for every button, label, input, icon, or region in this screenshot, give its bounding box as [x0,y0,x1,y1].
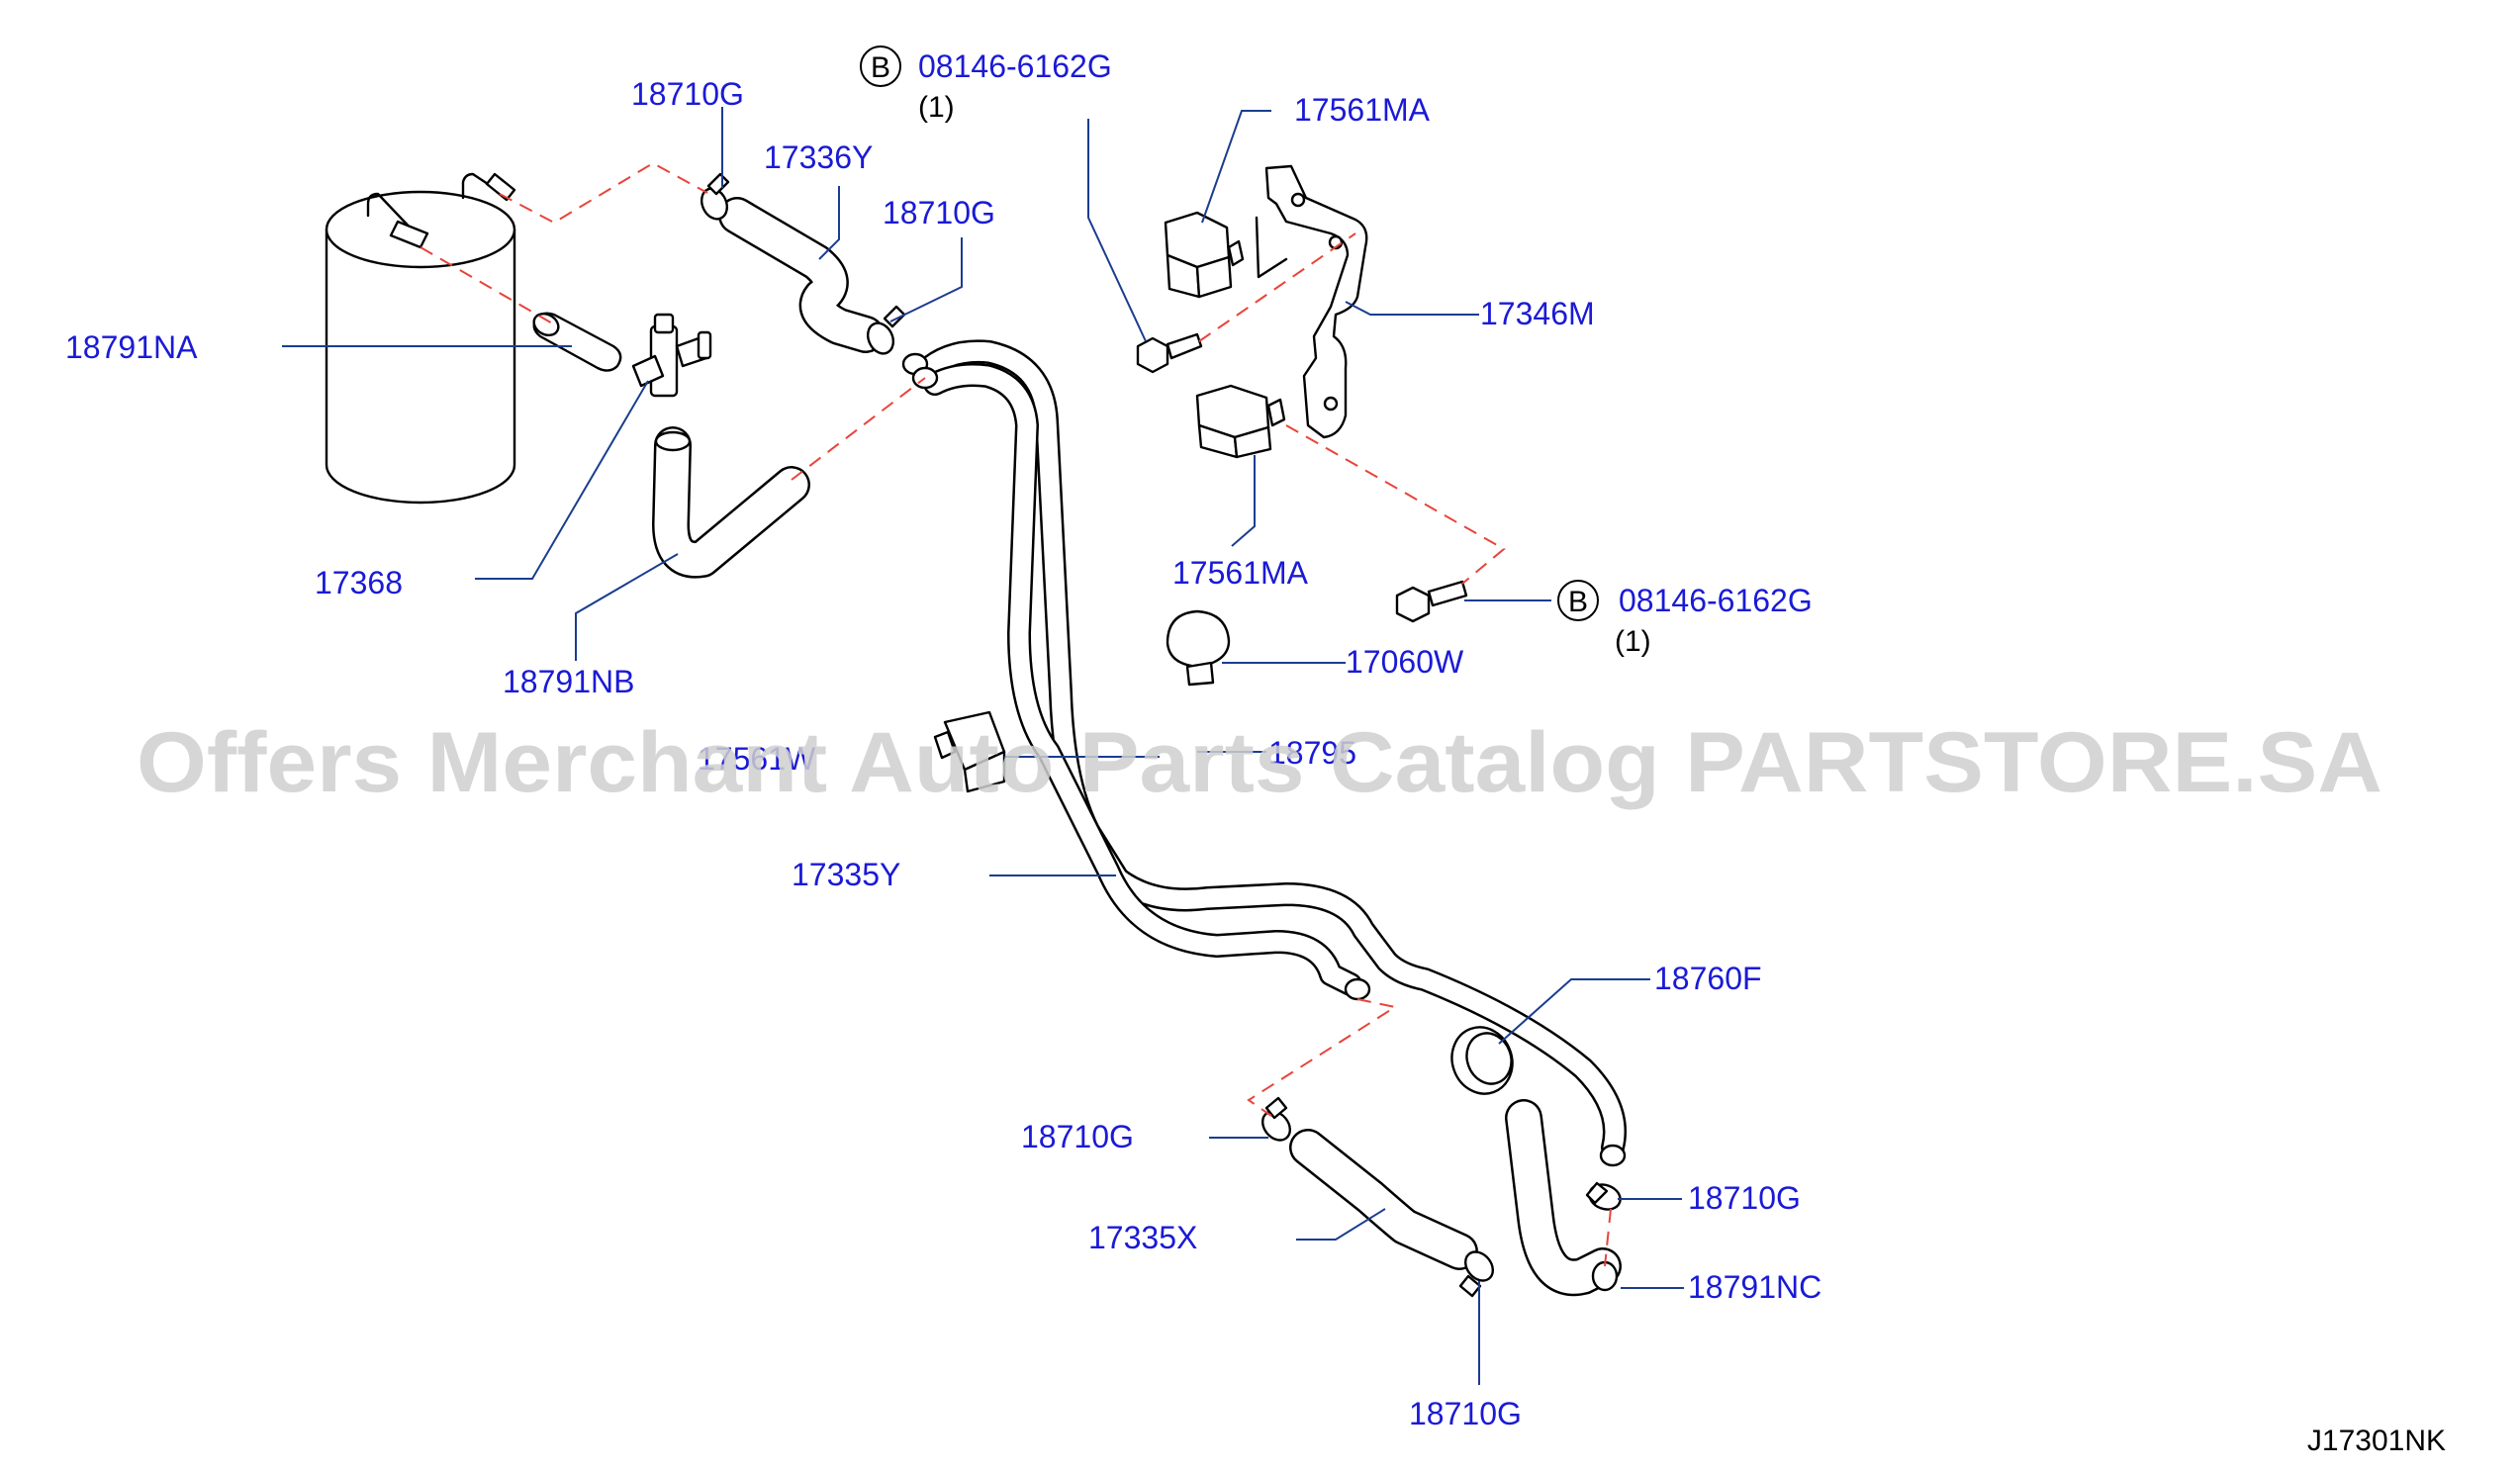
bolt-qty-lower: (1) [1615,625,1651,658]
hose-18791NC [1505,1099,1622,1297]
valve-17368 [631,313,712,398]
label-17335X[interactable]: 17335X [1088,1220,1197,1255]
label-18791NB[interactable]: 18791NB [503,664,634,699]
label-08146-6162G-upper[interactable]: 08146-6162G [918,48,1112,84]
bolt-qty-upper: (1) [918,91,955,124]
bolt-08146-upper [1136,332,1203,374]
label-17368[interactable]: 17368 [315,565,403,600]
label-18710G-lower-left[interactable]: 18710G [1021,1119,1134,1154]
bolt-08146-lower [1395,580,1468,623]
hose-18791NA [532,312,622,372]
label-17336Y[interactable]: 17336Y [764,139,873,175]
label-18710G-top[interactable]: 18710G [631,76,744,112]
label-18760F[interactable]: 18760F [1654,961,1762,996]
label-17060W[interactable]: 17060W [1346,644,1464,680]
leader-lines [282,107,1684,1385]
label-18795[interactable]: 18795 [1268,735,1356,771]
label-17346M[interactable]: 17346M [1480,296,1595,331]
clamp-18710G-lower-2 [1585,1181,1622,1211]
bolt-marker-letter: B [871,51,890,84]
label-18710G-lower-right[interactable]: 18710G [1688,1180,1801,1216]
label-18710G-second[interactable]: 18710G [883,195,995,230]
diagram-code: J17301NK [2307,1425,2446,1457]
label-17561MA-upper[interactable]: 17561MA [1294,92,1431,128]
clip-17561MA-upper [1164,211,1245,299]
label-17561MA-lower[interactable]: 17561MA [1172,555,1309,591]
clip-17561W [933,710,1006,793]
bolt-marker-lower: B [1557,580,1599,621]
label-08146-6162G-lower[interactable]: 08146-6162G [1619,583,1813,618]
grommet-18760F [1450,1026,1514,1095]
label-17335Y[interactable]: 17335Y [792,857,900,892]
bolt-marker-letter: B [1568,586,1588,618]
clamp-18710G-lower-3 [1458,1250,1494,1298]
part-labels: 18710G 08146-6162G 17561MA 17336Y 18710G… [65,48,1821,1431]
assembly-dashed-lines [420,161,1612,1267]
hose-17335X [1289,1129,1478,1270]
label-18791NC[interactable]: 18791NC [1688,1269,1821,1305]
bracket-17346M [1255,164,1368,439]
pipe-17335Y [901,339,1627,1167]
bolt-marker-upper: B [860,46,901,87]
clamp-18710G-lower-1 [1261,1096,1291,1142]
label-18710G-bottom[interactable]: 18710G [1409,1396,1522,1431]
label-18791NA[interactable]: 18791NA [65,329,198,365]
clip-17561MA-lower [1195,384,1286,459]
watermark-text: Offers Merchant Auto Parts Catalog PARTS… [137,715,2382,810]
hose-18791NB [652,426,810,579]
label-17561W[interactable]: 17561W [698,741,816,777]
clamp-18710G-upper-1 [700,172,730,221]
plug-17060W [1166,609,1231,687]
canister [325,172,516,505]
hose-17336Y [718,197,885,353]
